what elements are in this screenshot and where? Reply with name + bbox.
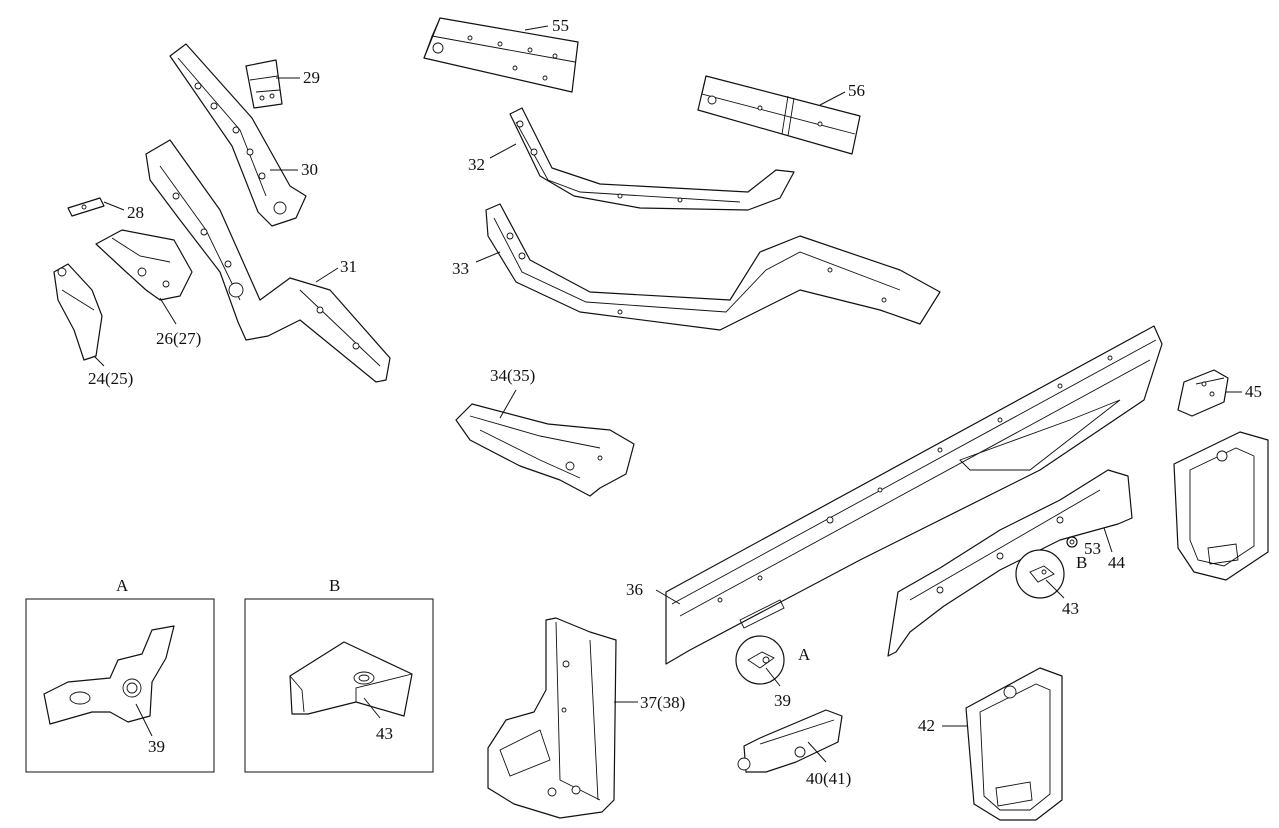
callout-37-38: 37(38) xyxy=(640,693,685,712)
part-42-frame-upper xyxy=(1173,431,1269,581)
inset-a: A 39 xyxy=(25,576,215,773)
callout-34-35: 34(35) xyxy=(490,366,535,385)
part-40-bracket xyxy=(737,709,843,773)
part-36-beam xyxy=(665,325,1163,665)
callout-45: 45 xyxy=(1245,382,1262,401)
callout-42: 42 xyxy=(918,716,935,735)
callout-26-27: 26(27) xyxy=(156,329,201,348)
part-42-frame xyxy=(965,667,1063,821)
callout-36: 36 xyxy=(626,580,643,599)
part-24-bracket xyxy=(53,263,103,361)
part-28-plate xyxy=(67,197,105,217)
callout-56: 56 xyxy=(848,81,865,100)
detail-circle-a xyxy=(735,635,785,685)
part-32-member xyxy=(509,107,795,211)
callout-33: 33 xyxy=(452,259,469,278)
callout-30: 30 xyxy=(301,160,318,179)
part-30-rail xyxy=(169,43,307,227)
callout-53: 53 xyxy=(1084,539,1101,558)
callout-28: 28 xyxy=(127,203,144,222)
part-55-channel xyxy=(423,17,579,93)
part-56-channel xyxy=(697,75,861,155)
callout-43: 43 xyxy=(1062,599,1079,618)
part-53-nut xyxy=(1066,536,1078,548)
inset-b: B 43 xyxy=(244,576,434,773)
callout-55: 55 xyxy=(552,16,569,35)
inset-b-title: B xyxy=(329,576,340,595)
part-26-bracket xyxy=(95,229,193,301)
part-45-bracket xyxy=(1177,369,1229,417)
part-29-bracket xyxy=(245,59,283,109)
inset-b-callout-43: 43 xyxy=(376,724,393,743)
callout-44: 44 xyxy=(1108,553,1126,572)
inset-a-callout-39: 39 xyxy=(148,737,165,756)
callout-32: 32 xyxy=(468,155,485,174)
part-44-rail xyxy=(887,469,1133,657)
callout-detail-a: A xyxy=(798,645,811,664)
callout-39: 39 xyxy=(774,691,791,710)
callout-40-41: 40(41) xyxy=(806,769,851,788)
callout-29: 29 xyxy=(303,68,320,87)
callout-24-25: 24(25) xyxy=(88,369,133,388)
callout-detail-b: B xyxy=(1076,553,1087,572)
part-34-pan xyxy=(455,403,635,497)
part-33-long-member xyxy=(485,203,941,331)
part-37-pillar xyxy=(487,617,617,819)
inset-a-title: A xyxy=(116,576,129,595)
part-31-side-member xyxy=(145,139,391,383)
callout-31: 31 xyxy=(340,257,357,276)
